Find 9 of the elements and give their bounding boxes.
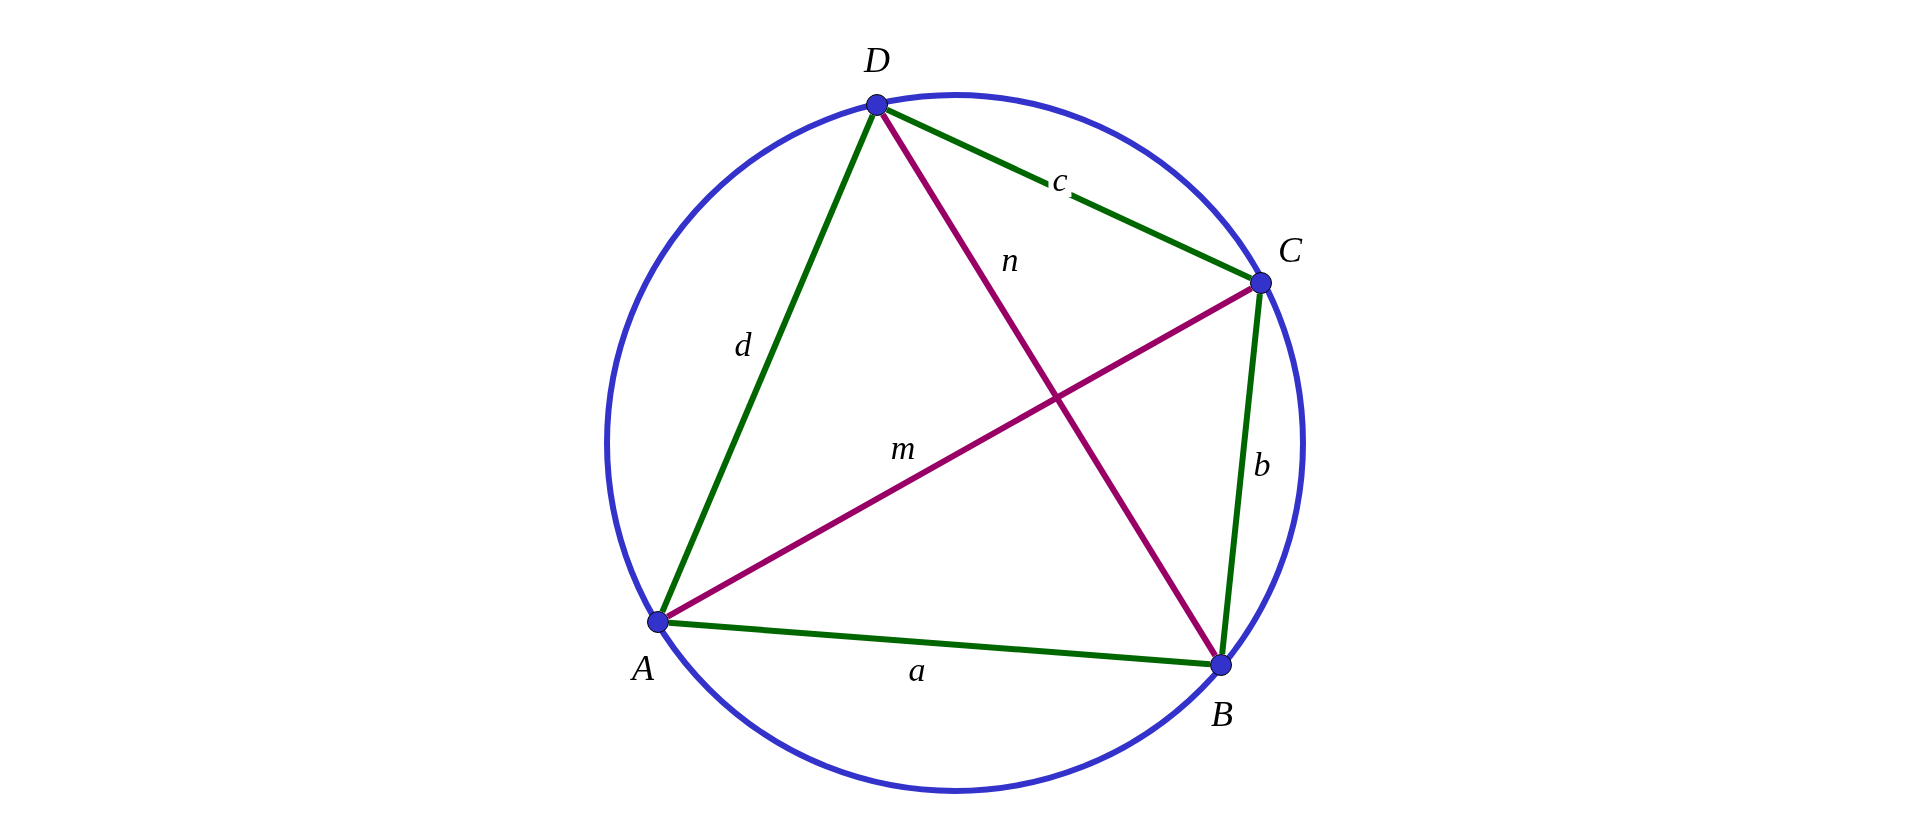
line-segment	[1219, 293, 1263, 655]
point-label: D	[864, 42, 890, 78]
line-segment	[880, 112, 1218, 658]
point-label: B	[1211, 696, 1233, 732]
point-label: A	[632, 650, 654, 686]
line-segment	[885, 106, 1253, 282]
line-segment	[666, 285, 1253, 620]
point-label: C	[1278, 232, 1302, 268]
line-segment	[668, 619, 1211, 668]
